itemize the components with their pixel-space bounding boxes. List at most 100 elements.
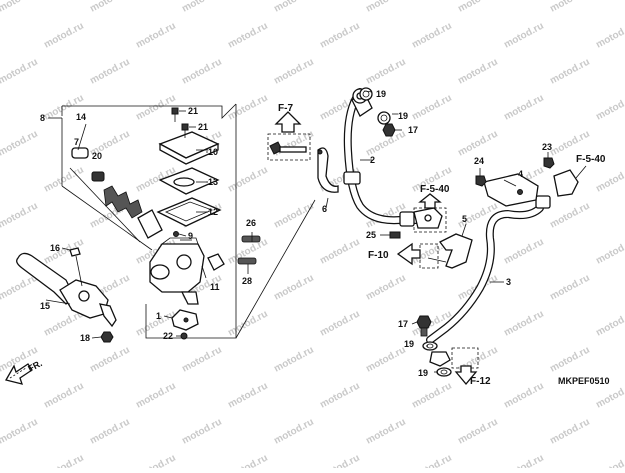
watermark-text: motod.ru	[88, 417, 131, 447]
banjo-bolt	[269, 141, 307, 155]
watermark-text: motod.ru	[364, 0, 407, 15]
watermark-text: motod.ru	[226, 381, 269, 411]
watermark-text: motod.ru	[594, 165, 625, 195]
bolt-23	[543, 152, 555, 169]
watermark-text: motod.ru	[318, 381, 361, 411]
watermark-text: motod.ru	[0, 129, 40, 159]
master-cylinder-frame	[48, 103, 316, 339]
frame-outline	[61, 103, 237, 339]
callout-6: 6	[322, 204, 327, 214]
watermark-text: motod.ru	[364, 57, 407, 87]
callout-19-a: 19	[376, 89, 386, 99]
watermark-text: motod.ru	[548, 57, 591, 87]
ref-f540-left-group: F-5-40	[413, 184, 450, 233]
washer-19-bottom-a	[422, 341, 438, 351]
direction-label: FR.	[26, 358, 43, 374]
watermark-text: motod.ru	[502, 453, 545, 468]
watermark-text: motod.ru	[134, 93, 177, 123]
brake-lever	[16, 252, 117, 328]
watermark-text: motod.ru	[272, 273, 315, 303]
callout-19-b: 19	[398, 111, 408, 121]
watermark-text: motod.ru	[548, 201, 591, 231]
ref-f10-group: F-10	[368, 242, 439, 269]
watermark-text: motod.ru	[226, 165, 269, 195]
hose-clamp-5	[427, 223, 473, 269]
watermark-text: motod.ru	[180, 57, 223, 87]
callout-8: 8	[40, 113, 45, 123]
caliper-banjo	[429, 351, 451, 367]
screw-22	[176, 332, 188, 340]
brake-hose-lower	[426, 195, 551, 344]
diagram-code: MKPEF0510	[558, 376, 610, 386]
watermark-text: motod.ru	[502, 381, 545, 411]
watermark-text: motod.ru	[272, 0, 315, 15]
bolt-25	[380, 231, 401, 239]
watermark-text: motod.ru	[272, 345, 315, 375]
watermark-text: motod.ru	[88, 0, 131, 15]
watermark-text: motod.ru	[272, 417, 315, 447]
ref-f540-right-group: F-5-40	[576, 154, 606, 165]
watermark-text: motod.ru	[0, 417, 40, 447]
ref-f12: F-12	[470, 376, 491, 387]
watermark-text: motod.ru	[42, 453, 85, 468]
watermark-text: motod.ru	[318, 453, 361, 468]
watermark-text: motod.ru	[456, 417, 499, 447]
watermark-text: motod.ru	[180, 417, 223, 447]
watermark-text: motod.ru	[180, 0, 223, 15]
watermark-text: motod.ru	[42, 381, 85, 411]
watermark-text: motod.ru	[226, 453, 269, 468]
brake-hose-upper	[343, 88, 443, 229]
watermark-text: motod.ru	[88, 57, 131, 87]
watermark-text: motod.ru	[594, 309, 625, 339]
callout-25: 25	[366, 230, 376, 240]
watermark-text: motod.ru	[410, 21, 453, 51]
watermark-text: motod.ru	[180, 345, 223, 375]
watermark-text: motod.ru	[456, 0, 499, 15]
callout-17-b: 17	[398, 319, 408, 329]
hose-clamp-6	[317, 147, 339, 193]
callout-5: 5	[462, 214, 467, 224]
ref-f540-right: F-5-40	[576, 154, 606, 165]
watermark-text: motod.ru	[364, 345, 407, 375]
callout-14: 14	[76, 112, 86, 122]
callout-26: 26	[246, 218, 256, 228]
watermark-text: motod.ru	[502, 309, 545, 339]
watermark-text: motod.ru	[410, 381, 453, 411]
watermark-text: motod.ru	[226, 21, 269, 51]
watermark-text: motod.ru	[318, 309, 361, 339]
callout-23: 23	[542, 142, 552, 152]
watermark-text: motod.ru	[318, 21, 361, 51]
watermark-text: motod.ru	[502, 237, 545, 267]
watermark-text: motod.ru	[548, 273, 591, 303]
watermark-text: motod.ru	[0, 57, 40, 87]
callout-20: 20	[92, 151, 102, 161]
watermark-text: motod.ru	[318, 237, 361, 267]
callout-17-a: 17	[408, 125, 418, 135]
callout-3: 3	[506, 277, 511, 287]
watermark-text: motod.ru	[134, 21, 177, 51]
callout-13: 13	[208, 177, 218, 187]
watermark-text: motod.ru	[594, 93, 625, 123]
callout-18-a: 18	[80, 333, 90, 343]
washer-19-top-a	[359, 87, 373, 101]
watermark-text: motod.ru	[42, 165, 85, 195]
callout-22: 22	[163, 331, 173, 341]
screw-21-bottom	[181, 123, 196, 138]
callouts: 8 14 7 20 21 21 10 13 12 9 11 1 22 16 15…	[40, 89, 552, 378]
hose-bracket-4	[483, 173, 539, 207]
callout-leaders	[77, 90, 504, 373]
leader-11	[201, 265, 207, 279]
callout-21-a: 21	[188, 106, 198, 116]
bolt-17-top	[382, 123, 402, 137]
ref-f10: F-10	[368, 250, 389, 261]
ref-f7: F-7	[278, 103, 293, 114]
watermark-text: motod.ru	[0, 0, 40, 15]
callout-7: 7	[74, 137, 79, 147]
piston-spring	[103, 185, 143, 219]
callout-21-b: 21	[198, 122, 208, 132]
brake-switch	[163, 309, 199, 331]
callout-12: 12	[208, 207, 218, 217]
master-cylinder-body	[149, 237, 225, 305]
watermark-text: motod.ru	[134, 381, 177, 411]
